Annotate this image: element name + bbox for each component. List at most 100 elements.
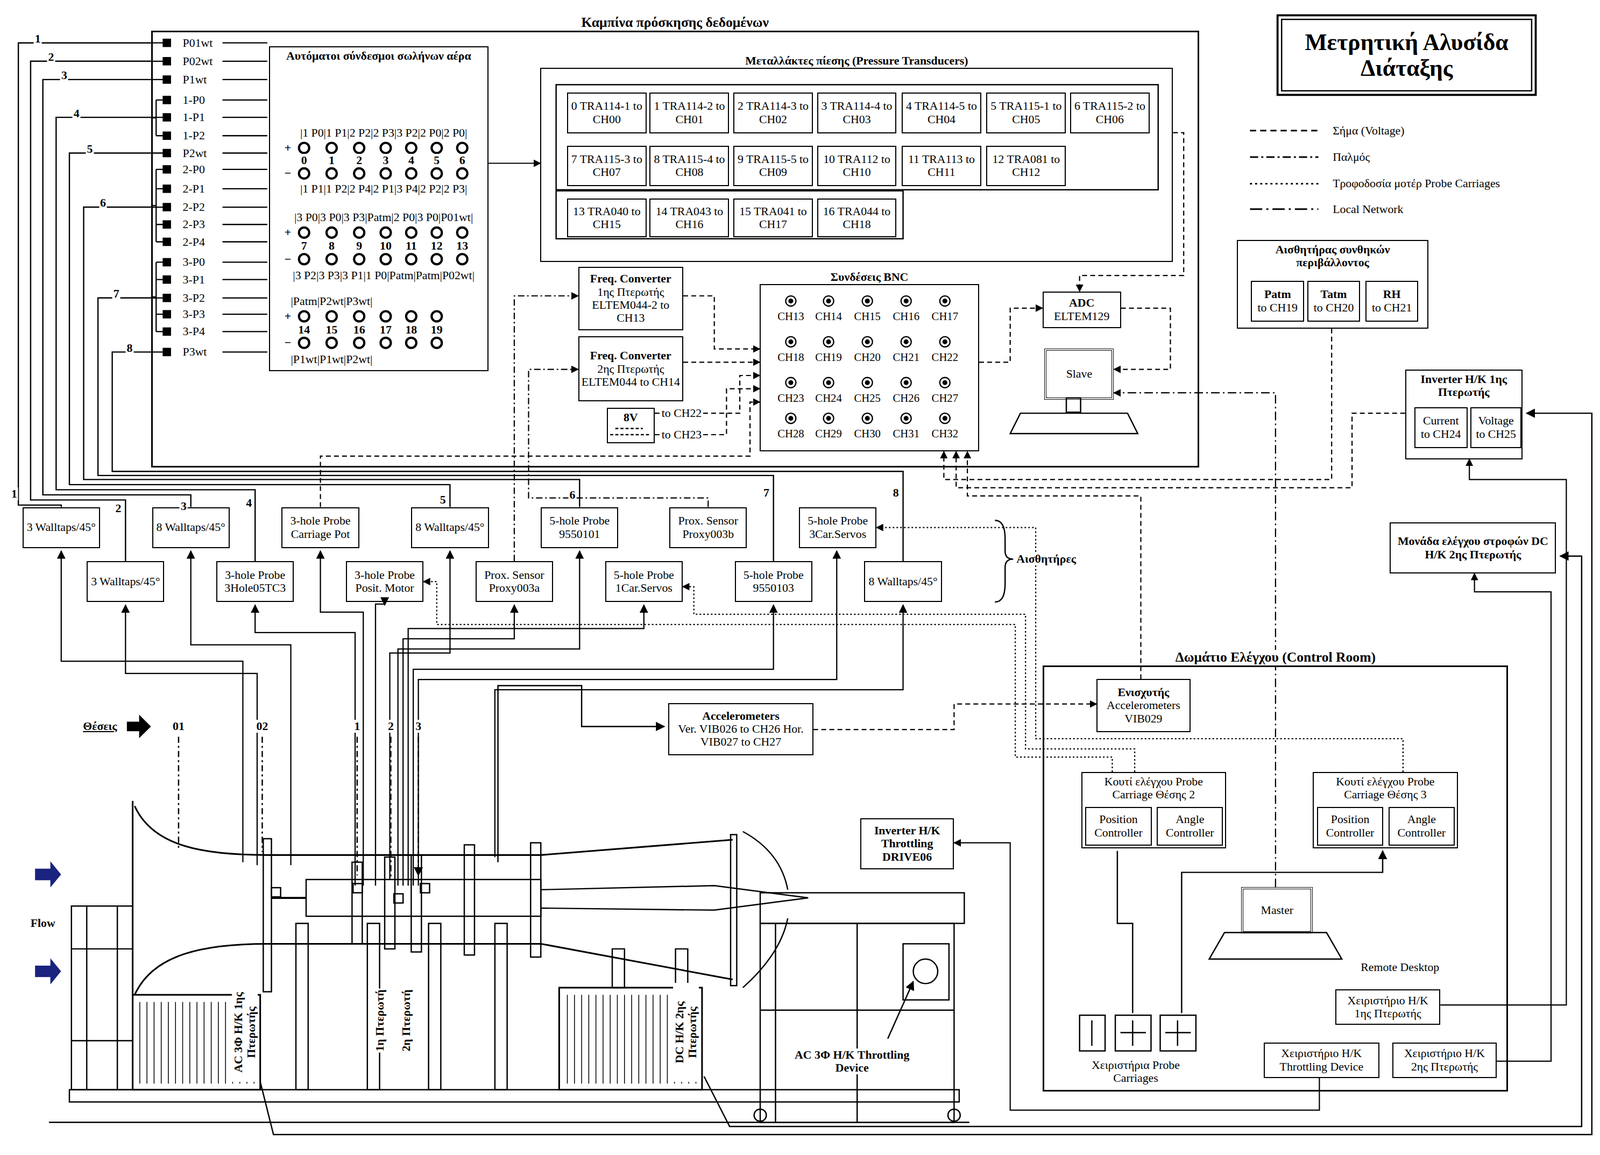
label: 1: [10, 487, 19, 501]
motor-fin: [203, 1002, 205, 1085]
node-box: 5 TRA115-1 to CH05: [986, 92, 1066, 134]
label: 8: [125, 341, 134, 355]
node-box: 9 TRA115-5 to CH09: [733, 145, 813, 187]
throttle-housing: [760, 893, 965, 924]
air-connector: [354, 227, 365, 238]
bnc-socket: [901, 377, 912, 388]
box-text: ELTEM129: [1053, 309, 1110, 323]
flow-arrow: [35, 863, 61, 887]
label: Remote Desktop: [1359, 960, 1441, 974]
box-text: 16 TRA044 to CH18: [820, 204, 894, 232]
label: 4: [407, 153, 416, 167]
label: 7: [762, 486, 771, 500]
battery-symbol: [610, 428, 649, 435]
edge-label: to CH22: [660, 406, 703, 420]
positions-arrow: [127, 716, 151, 737]
tube: [151, 152, 268, 154]
tube: [156, 99, 268, 101]
diffuser-ring: [730, 834, 737, 986]
label: 6: [458, 153, 467, 167]
sensor-line: [398, 550, 580, 886]
tube-terminal: [163, 221, 171, 229]
air-connector: [326, 253, 337, 265]
label: 16: [352, 323, 367, 337]
node-box: Inverter Η/Κ 1ης ΠτερωτήςCurrent to CH24…: [1405, 369, 1523, 460]
label: CH17: [930, 310, 960, 323]
nacelle: [306, 879, 541, 917]
flange: [530, 843, 541, 958]
throttle-motor: [903, 943, 950, 1000]
tube-terminal: [163, 132, 171, 140]
node-box: 0 TRA114-1 to CH00: [567, 92, 647, 134]
label: 6: [98, 196, 108, 210]
label: |Patm|P2wt|P3wt|: [289, 294, 374, 308]
node-box: Prox. Sensor Proxy003a: [475, 561, 554, 603]
node-box: Voltage to CH25: [1470, 407, 1522, 449]
node-box: 5-hole Probe 3Car.Servos: [798, 507, 877, 549]
label: CH16: [891, 310, 921, 323]
box-text: ADC: [1068, 296, 1095, 310]
bnc-socket: [862, 413, 873, 424]
label: |P1wt|P1wt|P2wt|: [289, 352, 374, 366]
air-connector: [380, 168, 391, 179]
label: CH32: [930, 427, 960, 441]
label: 8: [891, 486, 901, 500]
label: AC 3Φ Η/Κ Throttling Device: [779, 1048, 925, 1075]
connector: [1113, 308, 1171, 370]
label: P01wt: [181, 36, 215, 50]
bnc-socket: [865, 299, 870, 303]
air-connector: [406, 143, 417, 154]
label: 4: [244, 496, 253, 510]
tube-terminal: [163, 258, 171, 266]
label: Αισθητήρες: [1015, 552, 1078, 566]
label: DC Η/Κ 2ης Πτερωτής: [673, 982, 699, 1082]
label: CH25: [852, 391, 882, 405]
tube-terminal: [163, 75, 171, 83]
node-box: Κουτί ελέγχου Probe Carriage Θέσης 3Posi…: [1312, 772, 1458, 849]
sensor-line: [402, 605, 515, 887]
box-text: Prox. Sensor Proxy003a: [478, 568, 550, 596]
air-connector: [406, 253, 417, 265]
node-box: 12 TRA081 to CH12: [986, 145, 1066, 187]
connector: [18, 43, 152, 508]
label: 7: [300, 239, 309, 253]
bnc-socket: [826, 299, 831, 303]
label: −: [283, 252, 293, 266]
label: 2-P1: [181, 182, 207, 196]
box-text: Angle Controller: [1159, 812, 1220, 840]
box-text: 12 TRA081 to CH12: [989, 152, 1063, 180]
brace: [994, 520, 1014, 603]
motor-fin: [659, 994, 661, 1084]
bnc-socket: [785, 295, 796, 307]
label: +: [283, 309, 293, 323]
tube: [151, 116, 268, 118]
bnc-socket: [865, 416, 870, 421]
connector: [1474, 573, 1552, 1062]
air-connector: [380, 337, 391, 349]
label: 2η Πτερωτή: [399, 988, 413, 1053]
label: 14: [296, 323, 311, 337]
flange: [263, 838, 272, 992]
connector: [967, 451, 1141, 679]
tube: [151, 351, 268, 353]
connector: [488, 162, 541, 164]
node-box: Συνδέσεις BNC: [759, 284, 980, 452]
bnc-socket: [901, 295, 912, 307]
motor-fin: [645, 994, 647, 1084]
bnc-socket: [789, 416, 794, 421]
label: +: [283, 141, 293, 155]
box-text: 2 TRA114-3 to CH02: [736, 99, 810, 126]
label: 2: [355, 153, 364, 167]
box-text: Freq. Converter: [590, 349, 672, 363]
label: 15: [324, 323, 339, 337]
probe-port: [271, 887, 281, 897]
probe-port: [393, 893, 403, 903]
node-box: 11 TRA113 to CH11: [901, 145, 982, 187]
tube: [156, 279, 268, 281]
bnc-socket: [904, 416, 909, 421]
air-connector: [326, 310, 337, 322]
bnc-socket: [862, 336, 873, 348]
box-text: 3-hole Probe Posit. Motor: [349, 568, 421, 596]
accelerometer-wire: [498, 685, 665, 863]
bnc-socket: [789, 340, 794, 344]
